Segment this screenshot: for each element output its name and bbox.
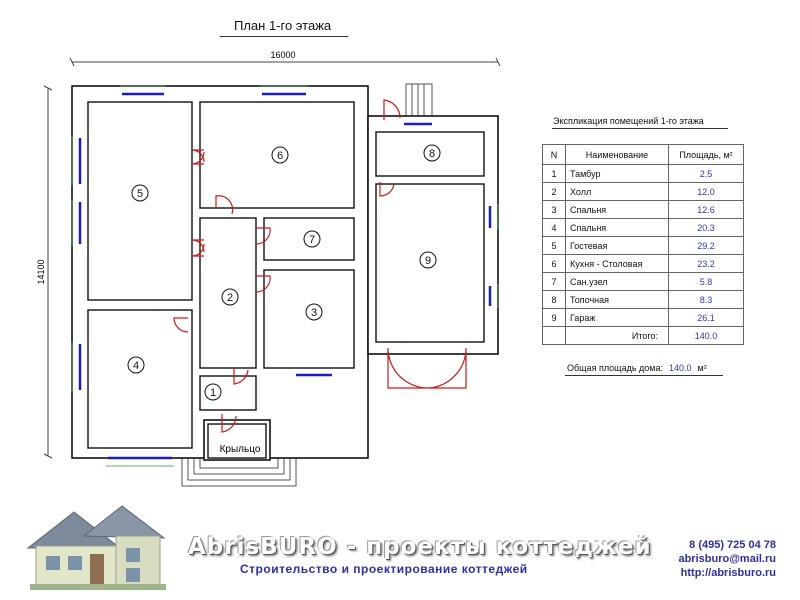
header-name: Наименование: [565, 144, 669, 165]
room-number-1: 1: [210, 387, 216, 399]
header-n: N: [542, 144, 566, 165]
header-area: Площадь, м²: [668, 144, 744, 165]
window-sills: [71, 85, 499, 467]
room-number-9: 9: [425, 255, 431, 267]
room-number-7: 7: [309, 234, 315, 246]
dimension-height: 14100: [36, 259, 46, 284]
room-number-4: 4: [133, 360, 139, 372]
explication-title-underline: [552, 128, 728, 129]
table-total-row: Итого: 140.0: [542, 326, 744, 345]
room-number-8: 8: [429, 148, 435, 160]
room-number-3: 3: [311, 307, 317, 319]
plan-title: План 1-го этажа: [234, 18, 332, 33]
total-area-summary: Общая площадь дома: 140.0 м²: [567, 363, 707, 373]
total-value: 140.0: [668, 326, 744, 345]
dimension-lines: [43, 57, 501, 459]
table-header-row: N Наименование Площадь, м²: [542, 144, 744, 165]
summary-value: 140.0: [668, 363, 692, 373]
explication-title: Экспликация помещений 1-го этажа: [553, 116, 704, 126]
room-4-area: [87, 309, 193, 449]
dimension-width: 16000: [270, 50, 295, 60]
windows: [78, 92, 492, 460]
porch-area: [207, 423, 267, 459]
total-label: Итого:: [565, 326, 669, 345]
brand-tagline: Строительство и проектирование коттеджей: [240, 562, 528, 576]
house-logo-image: [26, 505, 166, 590]
website-link[interactable]: http://abrisburo.ru: [680, 567, 776, 579]
porch-label: Крыльцо: [220, 444, 261, 455]
room-3-area: [263, 269, 355, 369]
summary-label: Общая площадь дома:: [567, 363, 663, 373]
brand-name: AbrisBURO - проекты коттеджей: [188, 534, 652, 560]
room-number-6: 6: [277, 150, 283, 162]
email-link[interactable]: abrisburo@mail.ru: [678, 553, 776, 565]
doors: [173, 99, 467, 433]
phone-number: 8 (495) 725 04 78: [689, 539, 776, 551]
room-number-5: 5: [137, 188, 143, 200]
summary-underline: [565, 375, 723, 376]
summary-unit: м²: [697, 363, 707, 373]
room-markers: [127, 144, 441, 401]
entry-stairs: [405, 83, 433, 119]
title-underline: [220, 36, 348, 37]
contact-block: 8 (495) 725 04 78 abrisburo@mail.ru http…: [658, 538, 776, 580]
room-number-2: 2: [227, 292, 233, 304]
